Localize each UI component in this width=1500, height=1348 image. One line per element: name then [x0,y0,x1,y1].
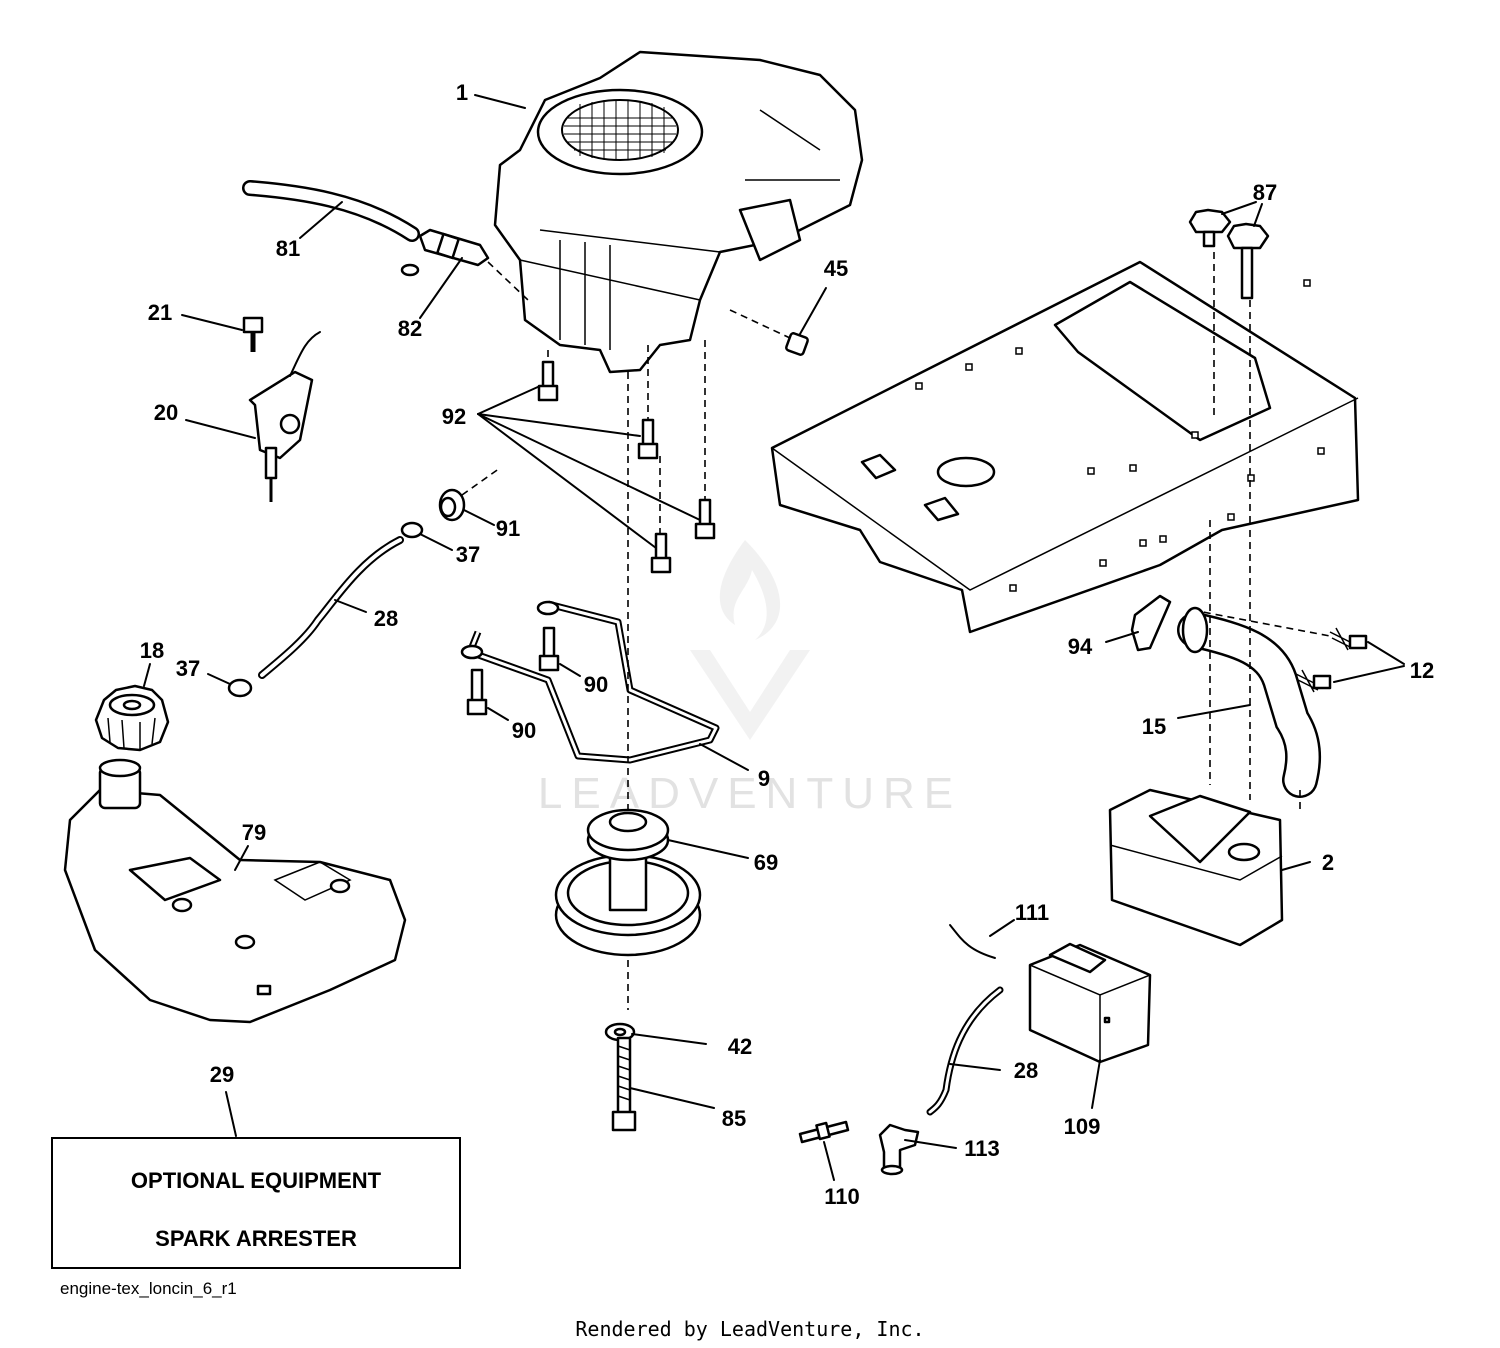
gasket-69-part[interactable] [1105,594,1172,652]
box-line-2: SPARK ARRESTER [155,1226,357,1251]
callout-9: 9 [758,766,770,791]
callout-37-top: 37 [456,542,480,567]
callout-113: 113 [964,1136,1000,1161]
callout-21: 21 [148,300,172,325]
callout-12: 69 [754,850,778,875]
callout-37-bottom: 37 [176,656,200,681]
fitting-91-part[interactable] [438,467,501,526]
callout-110: 110 [824,1184,860,1209]
throttle-control-part[interactable] [185,331,321,502]
callout-109: 109 [1064,1114,1101,1139]
callout-45: 45 [824,256,848,281]
fuel-tank-part[interactable] [63,758,407,1024]
fitting-113-part[interactable] [878,1123,957,1176]
rendered-by-text: Rendered by LeadVenture, Inc. [575,1317,924,1341]
callout-29: 29 [210,1062,234,1087]
callout-28-right: 28 [1014,1058,1038,1083]
screw-21-part[interactable] [181,314,264,352]
hose-111-part[interactable] [949,919,1015,959]
callout-81: 81 [276,236,300,261]
muffler-2-part[interactable] [1108,788,1311,947]
callout-111: 111 [1015,900,1049,925]
washer-42-part[interactable] [604,1022,707,1045]
diagram-code: engine-tex_loncin_6_r1 [60,1279,237,1298]
callout-90-upper: 90 [584,672,608,697]
callout-28-left: 28 [374,606,398,631]
callout-69: 94 [1068,634,1093,659]
callout-29-leader [225,1091,237,1137]
frame-plate-part[interactable] [770,260,1360,634]
fuel-cap-part[interactable] [94,663,170,752]
connector-110-part[interactable] [798,1120,850,1181]
fuel-filter-part[interactable] [400,228,529,319]
callout-42: 42 [728,1034,752,1059]
bolts-92-part[interactable] [477,340,716,574]
callout-20: 20 [154,400,178,425]
callout-82: 82 [398,316,422,341]
callout-90-lower: 90 [512,718,536,743]
belt-guide-9-part[interactable] [460,600,749,771]
clamp-37-bottom-part[interactable] [207,673,253,698]
callout-87: 87 [1253,180,1277,205]
nut-45-part[interactable] [729,287,827,356]
fuel-hose-part[interactable] [242,180,420,242]
bolt-85-part[interactable] [611,1036,715,1132]
watermark-logo [690,540,810,740]
canister-109-part[interactable] [1028,942,1152,1109]
callout-94: 15 [1142,714,1166,739]
callout-85: 85 [722,1106,746,1131]
clamp-37-top-part[interactable] [400,521,453,551]
pulley-12-part[interactable] [554,808,749,957]
exhaust-pipe-94-part[interactable] [1177,606,1322,798]
fuel-line-28-right-part[interactable] [926,986,1004,1116]
fuel-line-28-part[interactable] [258,536,404,679]
screws-90-part[interactable] [466,626,581,721]
knob-87-part[interactable] [1188,201,1270,300]
callout-92: 92 [442,404,466,429]
callout-2: 2 [1322,850,1334,875]
callout-15: 79 [242,820,266,845]
callout-1: 1 [456,80,468,105]
callout-91: 91 [496,516,520,541]
optional-equipment-box [51,1137,461,1269]
engine-part[interactable] [474,50,864,374]
callout-18: 18 [140,638,164,663]
watermark-text: LEADVENTURE [538,769,962,818]
box-line-1: OPTIONAL EQUIPMENT [131,1168,382,1193]
callout-79: 12 [1410,658,1434,683]
